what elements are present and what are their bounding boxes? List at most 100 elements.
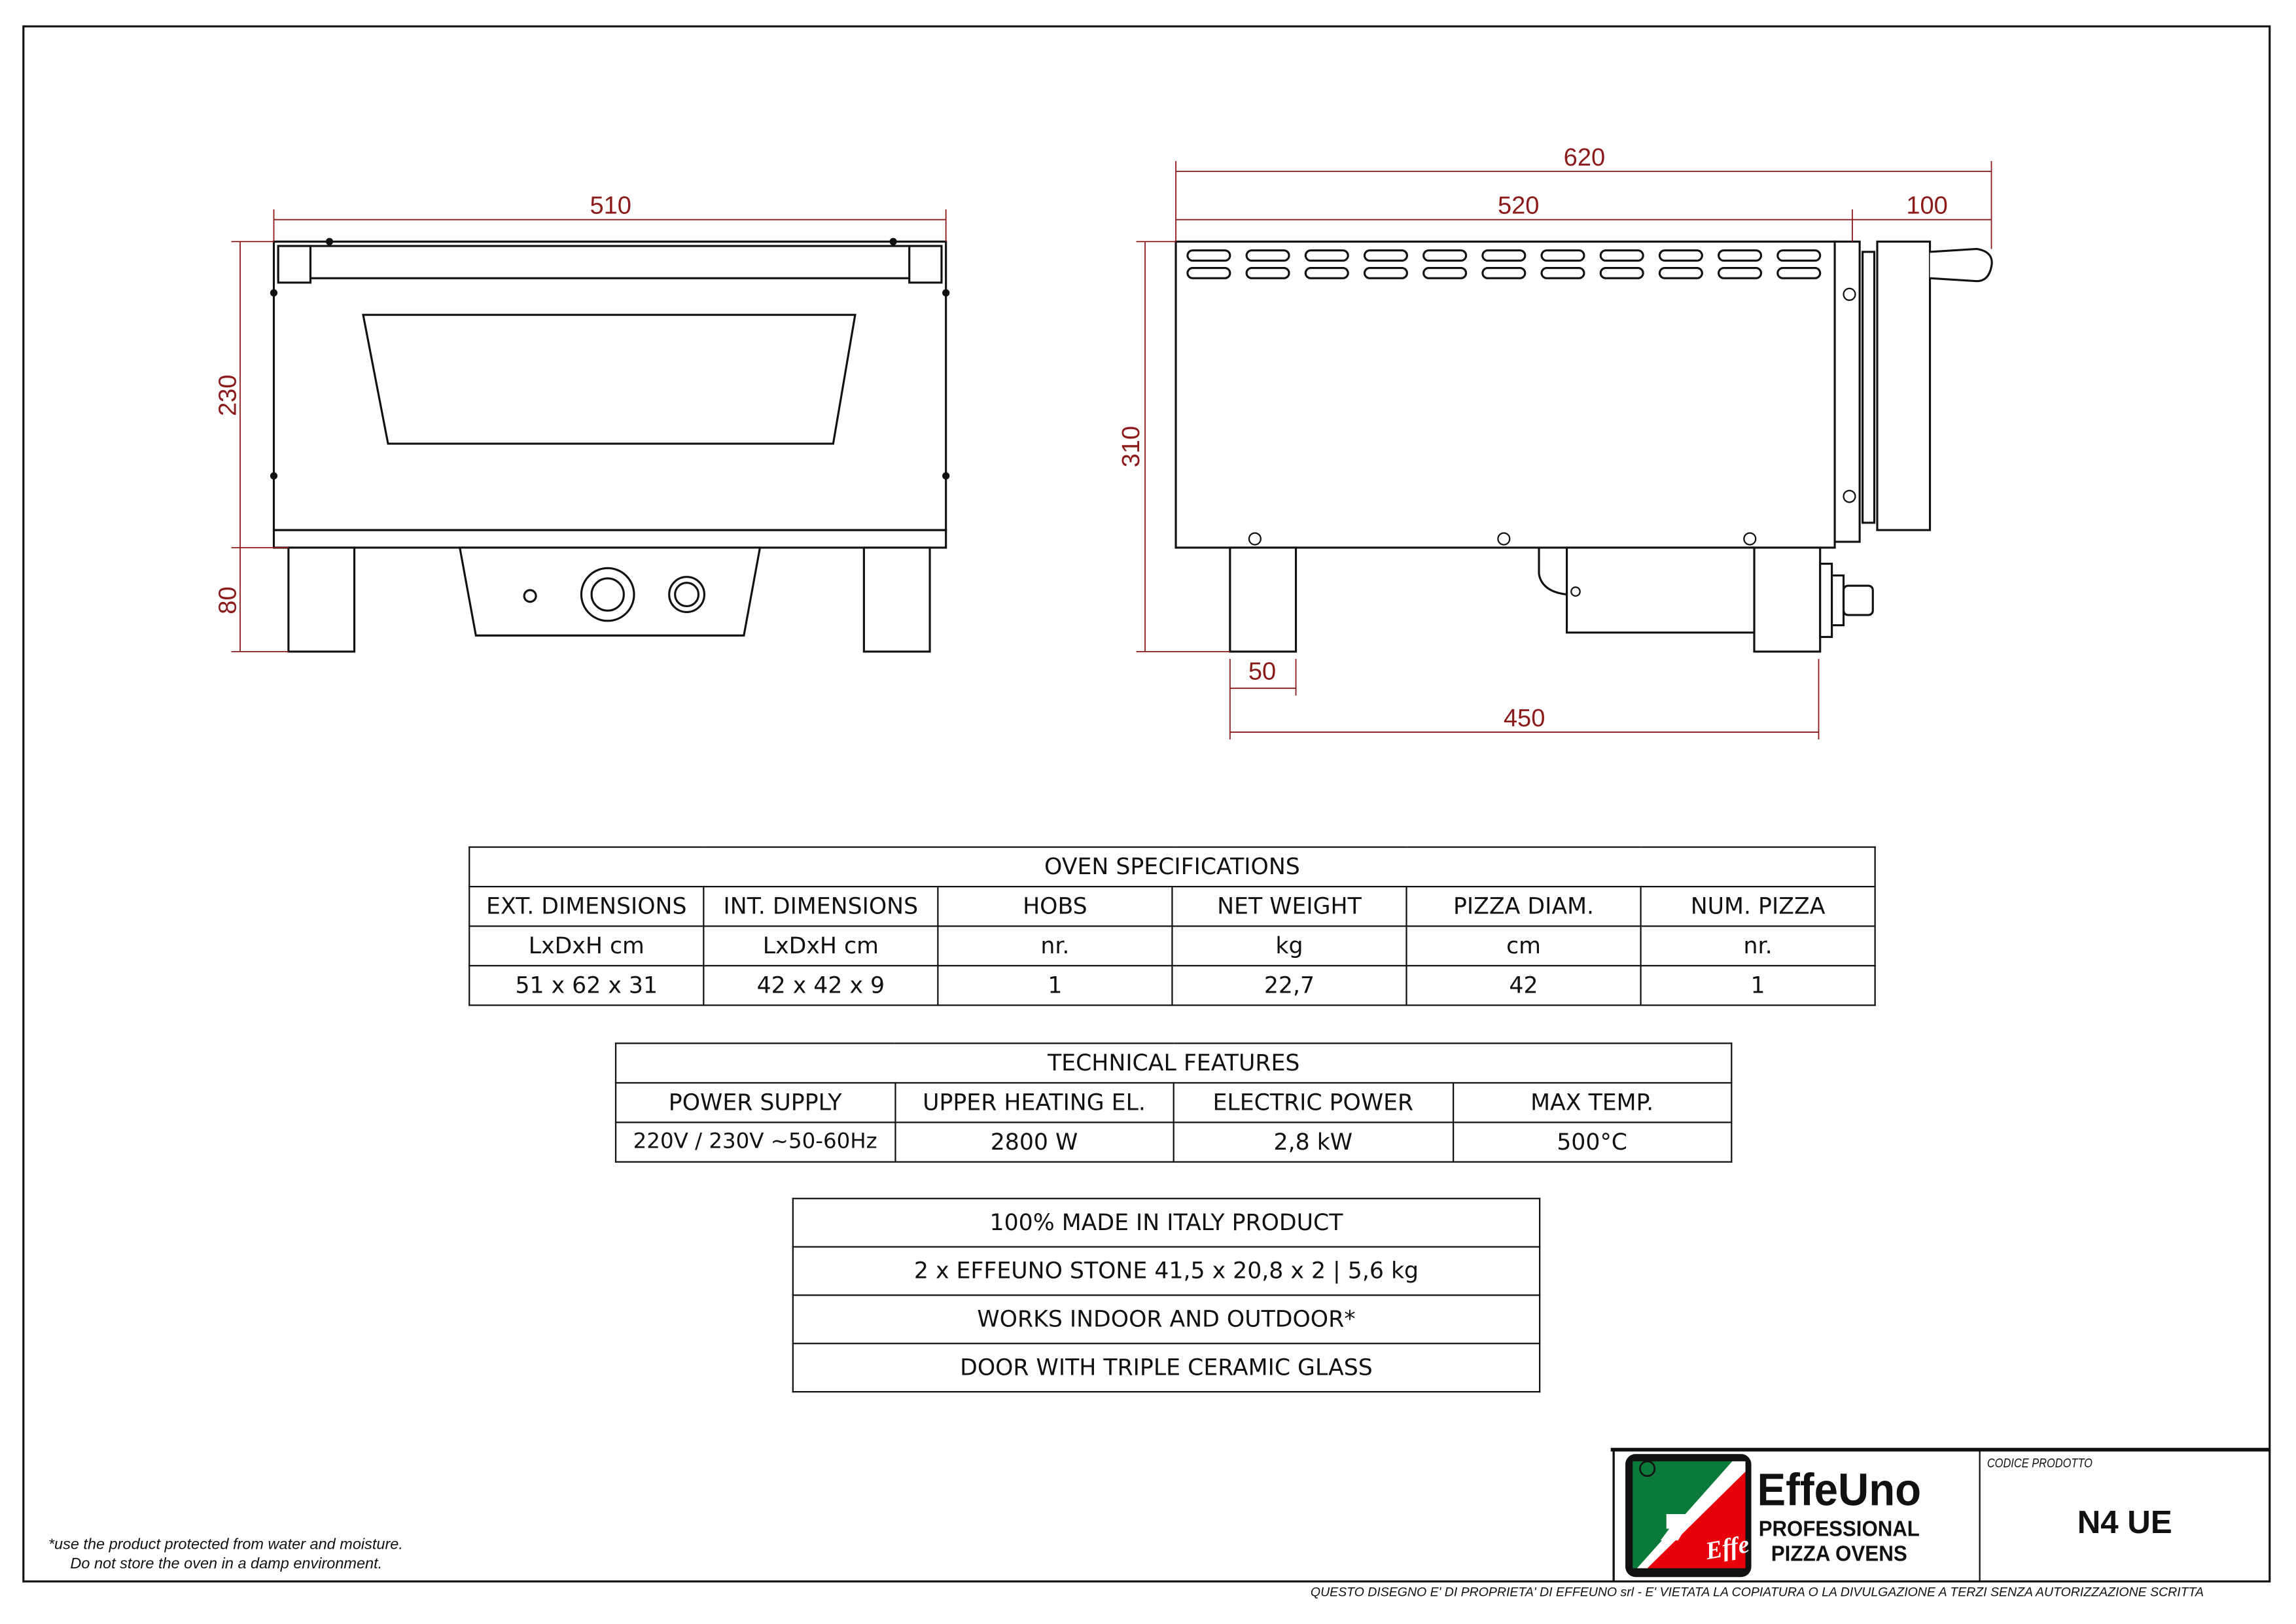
dim-leg-height: 80	[214, 586, 241, 614]
front-view	[270, 238, 950, 653]
header-cell: NET WEIGHT	[1171, 885, 1407, 927]
vent-slot	[1599, 266, 1644, 279]
header-cell: PIZZA DIAM.	[1405, 885, 1642, 927]
dim-total-depth: 620	[1564, 144, 1605, 171]
value-cell: 1	[1640, 964, 1876, 1006]
vent-slot	[1422, 266, 1468, 279]
unit-cell: cm	[1405, 925, 1642, 967]
side-dimensions: 620 520 100 310 50 450	[1118, 144, 1992, 740]
copyright-footer: QUESTO DISEGNO E' DI PROPRIETA' DI EFFEU…	[1311, 1585, 2204, 1599]
value-cell: 42	[1405, 964, 1642, 1006]
dim-front-width: 510	[590, 192, 631, 220]
vent-slot	[1776, 266, 1822, 279]
feature-cell: 2 x EFFEUNO STONE 41,5 x 20,8 x 2 | 5,6 …	[792, 1246, 1541, 1296]
value-cell: 220V / 230V ~50-60Hz	[614, 1121, 896, 1163]
title-block: Effe EffeUno PROFESSIONAL PIZZA OVENS CO…	[1311, 1447, 2270, 1599]
vent-slot	[1245, 249, 1290, 262]
vent-slot	[1718, 249, 1763, 262]
feature-cell: DOOR WITH TRIPLE CERAMIC GLASS	[792, 1343, 1541, 1393]
unit-cell: kg	[1171, 925, 1407, 967]
dim-front-height: 230	[214, 374, 241, 415]
vent-slot	[1658, 266, 1703, 279]
moisture-note-line-1: *use the product protected from water an…	[48, 1536, 403, 1554]
effeuno-logo: Effe	[1625, 1454, 1752, 1578]
front-left-leg	[287, 546, 356, 653]
unit-cell: LxDxH cm	[703, 925, 939, 967]
table-row: DOOR WITH TRIPLE CERAMIC GLASS	[792, 1343, 1541, 1393]
vent-slot	[1186, 266, 1231, 279]
dim-door-depth: 100	[1906, 192, 1947, 220]
door-handle	[1930, 247, 1993, 283]
front-dimensions: 510 230 80	[214, 192, 947, 652]
control-box	[1565, 546, 1756, 634]
value-cell: 22,7	[1171, 964, 1407, 1006]
dim-total-height: 310	[1118, 426, 1145, 467]
vent-slot	[1481, 249, 1527, 262]
table-row: WORKS INDOOR AND OUTDOOR*	[792, 1294, 1541, 1345]
dim-leg-span: 450	[1504, 705, 1545, 732]
unit-cell: LxDxH cm	[468, 925, 705, 967]
side-rear-leg	[1753, 546, 1822, 653]
header-cell: POWER SUPPLY	[614, 1082, 896, 1123]
value-cell: 1	[937, 964, 1173, 1006]
value-cell: 51 x 62 x 31	[468, 964, 705, 1006]
indicator-light-icon	[523, 589, 537, 603]
vent-slots	[1186, 249, 1822, 279]
table-title: OVEN SPECIFICATIONS	[468, 846, 1876, 888]
control-panel	[458, 546, 762, 637]
value-cell: 2,8 kW	[1173, 1121, 1454, 1163]
vent-slot	[1304, 249, 1349, 262]
header-cell: INT. DIMENSIONS	[703, 885, 939, 927]
vent-slot	[1481, 266, 1527, 279]
switch-icon	[668, 576, 705, 614]
product-code-label: CODICE PRODOTTO	[1987, 1456, 2093, 1470]
feature-cell: WORKS INDOOR AND OUTDOOR*	[792, 1294, 1541, 1345]
vent-slot	[1186, 249, 1231, 262]
value-cell: 500°C	[1451, 1121, 1733, 1163]
product-code: N4 UE	[2077, 1504, 2172, 1540]
features-table: 100% MADE IN ITALY PRODUCT 2 x EFFEUNO S…	[792, 1197, 1541, 1393]
dim-body-depth: 520	[1498, 192, 1539, 220]
dim-leg-width: 50	[1248, 658, 1276, 685]
header-cell: ELECTRIC POWER	[1173, 1082, 1454, 1123]
feature-cell: 100% MADE IN ITALY PRODUCT	[792, 1197, 1541, 1248]
vent-slot	[1776, 249, 1822, 262]
thermostat-knob-icon	[580, 567, 635, 622]
brand-subtitle-1: PROFESSIONAL	[1759, 1517, 1920, 1542]
unit-cell: nr.	[937, 925, 1173, 967]
sheet-border	[22, 25, 2271, 1583]
header-cell: EXT. DIMENSIONS	[468, 885, 705, 927]
brand-name: EffeUno	[1757, 1464, 1921, 1515]
value-cell: 2800 W	[894, 1121, 1174, 1163]
moisture-note-line-2: Do not store the oven in a damp environm…	[70, 1555, 383, 1573]
table-row: 2 x EFFEUNO STONE 41,5 x 20,8 x 2 | 5,6 …	[792, 1246, 1541, 1296]
side-knob-icon	[1842, 584, 1874, 616]
vent-slot	[1422, 249, 1468, 262]
value-cell: 42 x 42 x 9	[703, 964, 939, 1006]
vent-slot	[1540, 266, 1585, 279]
vent-slot	[1363, 266, 1408, 279]
header-cell: NUM. PIZZA	[1640, 885, 1876, 927]
door-window	[362, 313, 857, 445]
header-cell: UPPER HEATING EL.	[894, 1082, 1174, 1123]
header-cell: HOBS	[937, 885, 1173, 927]
door-side	[1876, 240, 1932, 531]
header-cell: MAX TEMP.	[1451, 1082, 1733, 1123]
brand-subtitle-2: PIZZA OVENS	[1771, 1542, 1907, 1566]
vent-slot	[1658, 249, 1703, 262]
vent-slot	[1304, 266, 1349, 279]
vent-slot	[1718, 266, 1763, 279]
table-title: TECHNICAL FEATURES	[614, 1042, 1733, 1084]
vent-slot	[1599, 249, 1644, 262]
vent-slot	[1540, 249, 1585, 262]
front-right-leg	[862, 546, 931, 653]
